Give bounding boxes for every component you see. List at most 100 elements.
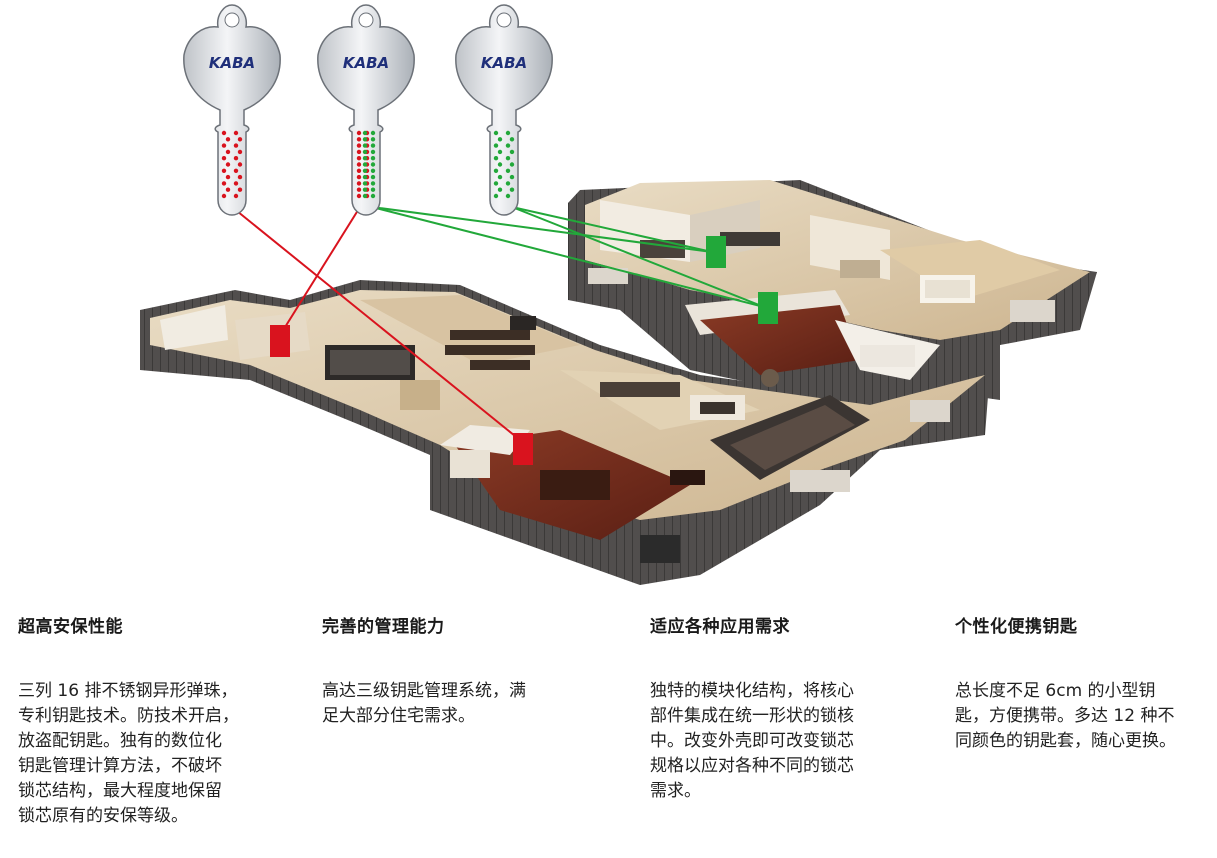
red-pin-dot [356,149,362,155]
key: KABA [183,4,281,216]
red-pin-dot [356,174,362,180]
green-pin-dot [362,130,368,136]
red-door-marker [270,325,290,357]
red-pin-dot [225,137,231,142]
green-pin-dot [370,137,376,142]
key-ring-hole [224,12,240,28]
red-pin-dot [237,162,243,167]
green-pin-dot [362,143,368,148]
red-pin-dot [356,156,362,161]
key: KABA [317,4,415,216]
green-pin-dot [370,168,376,173]
feature-title: 超高安保性能 [18,617,123,637]
key-hierarchy-illustration: KABA KABA KABA [140,4,1097,585]
feature-security: 超高安保性能 三列 16 排不锈钢异形弹珠， 专利钥匙技术。防技术开启， 放盗配… [18,615,278,829]
green-pin-dot [497,162,503,167]
red-line-to-room-b [231,206,521,441]
feature-description: 高达三级钥匙管理系统，满 足大部分住宅需求。 [322,681,526,726]
green-pin-dot [493,181,499,186]
green-pin-dot [362,181,368,186]
red-pin-dot [221,168,227,173]
green-pin-dot [370,143,376,148]
green-pin-dot [493,193,499,199]
red-pin-dot [221,130,227,136]
green-pin-dot [509,137,515,142]
kaba-logo: KABA [481,54,527,72]
green-pin-dot [493,156,499,161]
feature-section: 超高安保性能 三列 16 排不锈钢异形弹珠， 专利钥匙技术。防技术开启， 放盗配… [0,615,1217,858]
green-pin-dot [370,181,376,186]
key-body [455,4,553,216]
key-ring-hole [358,12,374,28]
red-pin-dot [233,193,239,199]
red-pin-dot [225,162,231,167]
red-pin-dot [237,137,243,142]
green-pin-dot [493,143,499,148]
red-pin-dot [237,187,243,192]
green-pin-dot [362,193,368,199]
green-pin-dot [505,168,511,173]
green-door-marker [758,292,778,324]
red-pin-dot [356,181,362,186]
green-line-mid-to-upper [371,206,713,253]
green-door-marker [706,236,726,268]
red-pin-dot [356,162,362,167]
green-pin-dot [370,149,376,155]
green-pin-dot [497,149,503,155]
key-ring-hole [496,12,512,28]
feature-title: 个性化便携钥匙 [955,617,1078,637]
green-pin-dot [362,168,368,173]
green-pin-dot [493,168,499,173]
green-pin-dot [509,162,515,167]
key-body [317,4,415,216]
red-pin-dot [356,137,362,142]
green-pin-dot [362,156,368,161]
green-line-right-to-balcony [511,206,765,308]
green-pin-dot [370,162,376,167]
red-pin-dot [221,181,227,186]
green-pin-dot [362,174,368,180]
red-pin-dot [356,168,362,173]
green-pin-dot [370,174,376,180]
red-pin-dot [221,156,227,161]
green-pin-dot [362,187,368,192]
feature-description: 独特的模块化结构，将核心 部件集成在统一形状的锁核 中。改变外壳即可改变锁芯 规… [650,681,854,801]
green-pin-dot [497,174,503,180]
red-pin-dot [233,156,239,161]
door-markers [270,236,778,465]
key-connection-lines [231,206,765,441]
green-line-right-to-upper [511,206,713,253]
kaba-logo: KABA [209,54,255,72]
key-body [183,4,281,216]
feature-description: 三列 16 排不锈钢异形弹珠， 专利钥匙技术。防技术开启， 放盗配钥匙。独有的数… [18,681,239,826]
green-line-mid-to-balcony [371,206,765,308]
green-pin-dot [505,156,511,161]
green-pin-dot [505,143,511,148]
feature-adaptability: 适应各种应用需求 独特的模块化结构，将核心 部件集成在统一形状的锁核 中。改变外… [650,615,910,804]
red-pin-dot [233,130,239,136]
green-pin-dot [509,174,515,180]
feature-title: 完善的管理能力 [322,617,445,637]
kaba-logo: KABA [343,54,389,72]
green-pin-dot [493,130,499,136]
key: KABA [455,4,553,216]
red-pin-dot [356,193,362,199]
green-pin-dot [497,187,503,192]
red-pin-dot [221,143,227,148]
green-pin-dot [505,130,511,136]
red-pin-dot [225,187,231,192]
feature-description: 总长度不足 6cm 的小型钥 匙，方便携带。多达 12 种不 同颜色的钥匙套，随… [955,681,1176,751]
red-door-marker [513,433,533,465]
red-pin-dot [356,130,362,136]
keys-group: KABA KABA KABA [183,4,553,216]
red-pin-dot [237,174,243,180]
green-pin-dot [370,130,376,136]
feature-title: 适应各种应用需求 [650,617,790,637]
green-pin-dot [362,137,368,142]
red-pin-dot [356,143,362,148]
green-pin-dot [505,181,511,186]
red-pin-dot [237,149,243,155]
red-pin-dot [233,143,239,148]
green-pin-dot [509,149,515,155]
red-pin-dot [356,187,362,192]
